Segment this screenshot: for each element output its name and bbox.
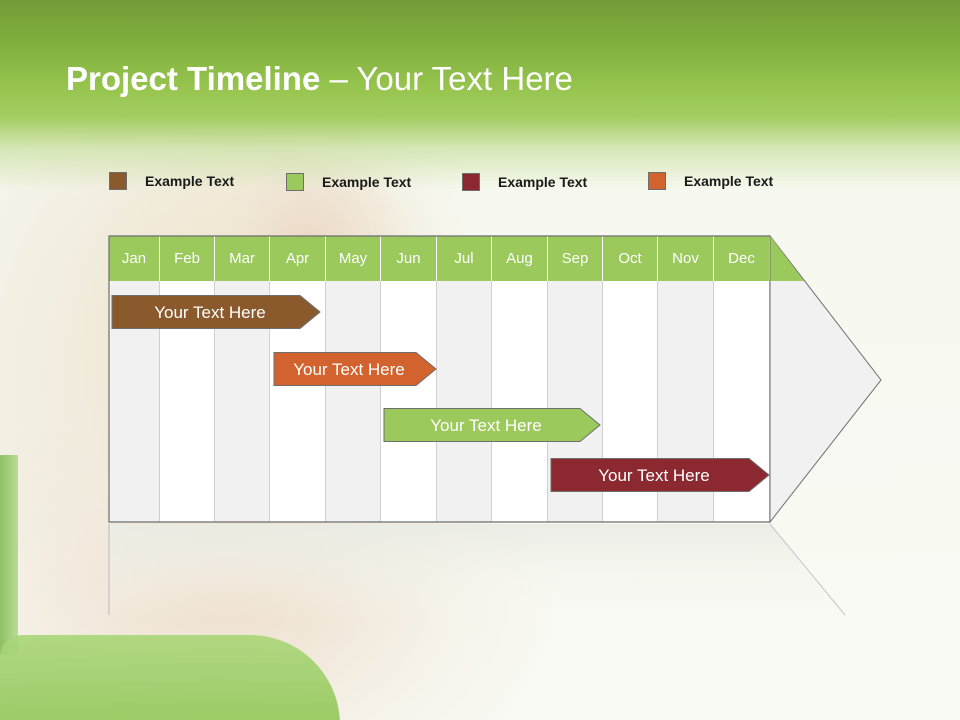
legend-label: Example Text [498, 174, 588, 190]
task-bar: Your Text Here [383, 408, 601, 442]
task-arrow [550, 458, 770, 492]
legend-label: Example Text [322, 174, 412, 190]
task-bar: Your Text Here [273, 352, 437, 386]
background-photo-top [0, 635, 340, 720]
background-photo-strap [0, 455, 18, 655]
header-band [0, 0, 960, 190]
task-bar: Your Text Here [111, 295, 321, 329]
task-arrow [273, 352, 437, 386]
legend-label: Example Text [145, 173, 235, 189]
timeline-reflection [109, 524, 845, 620]
reflection-edge [769, 523, 846, 616]
task-label: Your Text Here [154, 303, 266, 322]
task-label: Your Text Here [293, 360, 405, 379]
task-label: Your Text Here [430, 416, 542, 435]
task-bar: Your Text Here [550, 458, 770, 492]
title-bold: Project Timeline [66, 60, 321, 97]
legend-swatch [286, 173, 304, 191]
legend-swatch [648, 172, 666, 190]
legend-swatch [109, 172, 127, 190]
task-label: Your Text Here [598, 466, 710, 485]
slide-title: Project Timeline – Your Text Here [66, 60, 573, 98]
timeline-arrowhead-band [770, 236, 804, 281]
title-rest: – Your Text Here [320, 60, 573, 97]
legend-label: Example Text [684, 173, 774, 189]
legend-swatch [462, 173, 480, 191]
task-arrow [383, 408, 601, 442]
task-arrow [111, 295, 321, 329]
